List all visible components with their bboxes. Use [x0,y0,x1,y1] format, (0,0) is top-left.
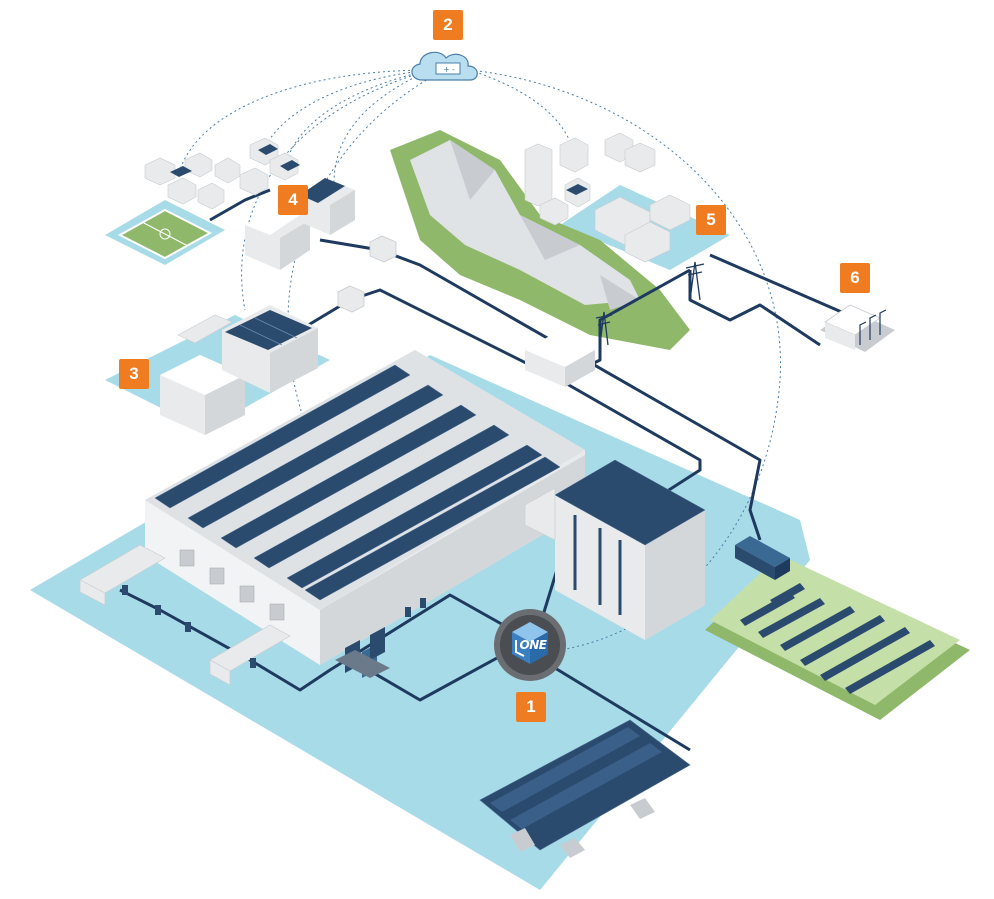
svg-text:-: - [452,65,455,74]
town-buildings [524,132,691,263]
sports-field [117,208,213,260]
badge-1-hub[interactable]: 1 [516,692,546,722]
ev-charger-icon [122,585,426,668]
factory-doors [179,549,285,621]
logo-one-cube-icon [512,622,548,664]
solar-field-panels [740,583,935,694]
badge-6-substation[interactable]: 6 [840,263,870,293]
badge-2-cloud[interactable]: 2 [433,10,463,40]
town-solar-roof [566,184,588,195]
carport-solar [479,719,691,858]
trucks [79,544,291,686]
power-pylon-icon [595,261,705,346]
logo-one-hub[interactable] [494,609,566,681]
solar-field-top [710,555,960,705]
village-solar-roofs [170,144,300,177]
logistics-warehouse [160,305,318,435]
substation [820,304,895,352]
office-tower [524,459,706,640]
storage-container [735,536,790,580]
battery-storage-icon [335,627,390,678]
badge-5-town[interactable]: 5 [696,205,726,235]
factory-solar-panels [154,364,561,601]
badge-3-logistics[interactable]: 3 [119,359,149,389]
hub-logo-text: ONE [519,638,547,652]
mountain [390,130,690,350]
svg-text:+: + [443,65,450,74]
transformer-house [525,333,595,387]
junction-boxes [337,235,397,313]
cloud-battery-icon: + - [411,51,478,81]
badge-4-residential[interactable]: 4 [278,185,308,215]
